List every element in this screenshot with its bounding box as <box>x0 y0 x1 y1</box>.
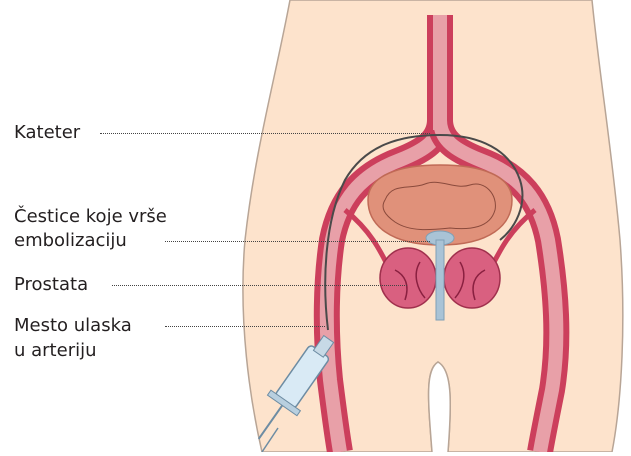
catheter-leader <box>100 133 430 134</box>
prostate-right-lobe <box>444 248 500 308</box>
label-particles-line2: embolizaciju <box>14 229 127 253</box>
label-catheter: Kateter <box>14 121 80 145</box>
label-particles-line1: Čestice koje vrše <box>14 205 167 229</box>
prostate-leader <box>112 285 407 286</box>
label-entry-line1: Mesto ulaska <box>14 314 132 338</box>
prostate-left-lobe <box>380 248 436 308</box>
entry-leader <box>165 326 325 327</box>
particles-leader <box>165 241 430 242</box>
urethra <box>436 240 444 320</box>
label-prostate: Prostata <box>14 273 88 297</box>
label-entry-line2: u arteriju <box>14 339 97 363</box>
